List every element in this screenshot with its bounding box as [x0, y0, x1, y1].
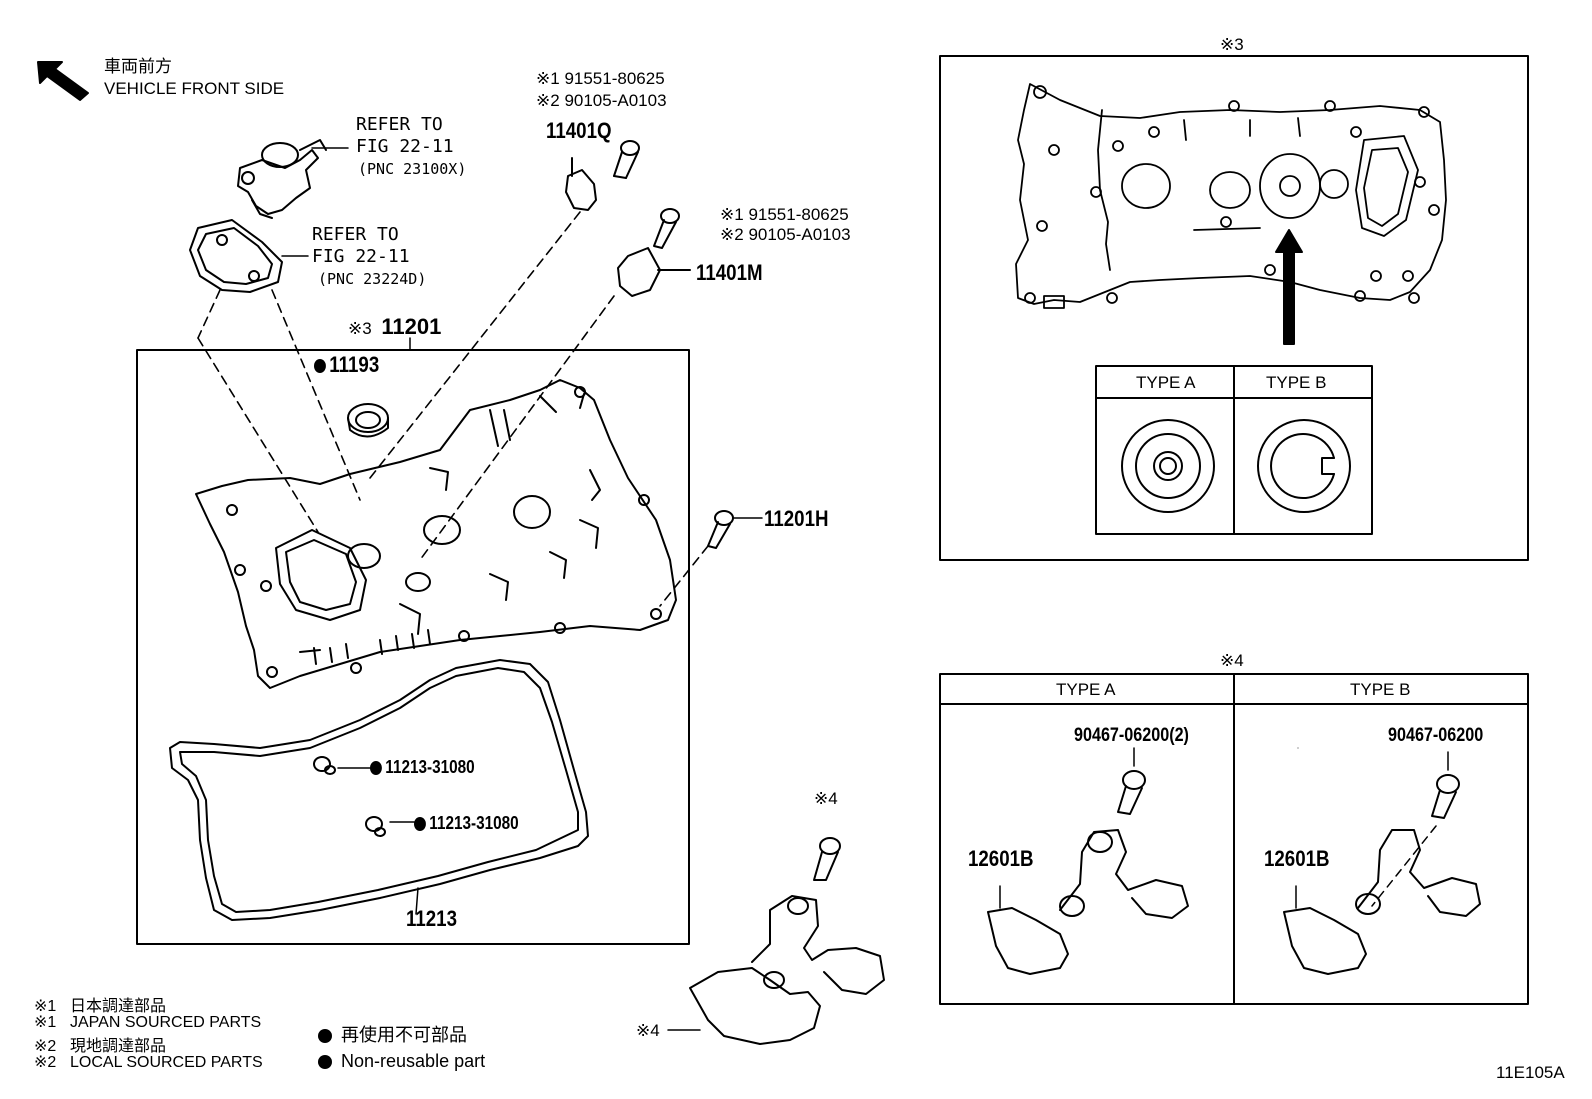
type-a-plug-icon: [1121, 419, 1215, 513]
legend-row-3: ※2 現地調達部品: [34, 1032, 166, 1056]
label-11193: 11193: [314, 354, 379, 376]
pointer-arrow-icon: [1275, 229, 1303, 345]
bolt-q-callout-2: ※2 90105-A0103: [536, 92, 667, 109]
inset-4-bolt-b: 90467-06200: [1388, 725, 1484, 746]
bolt-m-mark1: ※1: [720, 205, 744, 224]
front-arrow-icon: [37, 61, 89, 101]
non-reusable-dot-icon: [414, 817, 426, 832]
legend-mark: ※1: [34, 998, 57, 1015]
legend-text: 現地調達部品: [70, 1038, 167, 1055]
legend-dot-text: Non-reusable part: [341, 1051, 486, 1071]
legend-dot-text: 再使用不可部品: [341, 1025, 468, 1045]
bolt-q-mark1: ※1: [536, 69, 560, 88]
type-b-plug-icon: [1257, 419, 1351, 513]
non-reusable-dot-icon: [314, 359, 326, 374]
refer-1-line3: (PNC 23100X): [358, 160, 467, 178]
refer-2-line1: REFER TO: [312, 224, 399, 245]
legend-text: 日本調達部品: [70, 998, 167, 1015]
label-11213-31080-b-text: 11213-31080: [429, 813, 519, 833]
inset-3-type-b: TYPE B: [1266, 373, 1327, 392]
bolt-11401q: [613, 140, 640, 179]
grommet-a: [313, 756, 371, 775]
label-11201: 11201: [381, 314, 442, 339]
legend-row-2: ※1 JAPAN SOURCED PARTS: [34, 1012, 261, 1032]
bolt-m-pn2: 90105-A0103: [748, 225, 851, 244]
label-11201-group: ※3 11201: [348, 316, 441, 338]
type-a-bracket: [987, 747, 1189, 975]
inset-3-title: ※3: [1220, 35, 1244, 54]
inset-4-title: ※4: [1220, 651, 1244, 670]
bolt-m-callout-2: ※2 90105-A0103: [720, 226, 851, 243]
inset-4-type-b: TYPE B: [1350, 680, 1411, 699]
cylinder-head-detail: [1015, 83, 1447, 309]
non-reusable-dot-icon: [370, 761, 382, 776]
bolt-m-pn1: 91551-80625: [748, 205, 849, 224]
label-11213-31080-a-text: 11213-31080: [385, 757, 475, 777]
gasket-refer-2: [189, 219, 283, 293]
bolt-q-pn2: 90105-A0103: [564, 91, 667, 110]
inset-4-part-b: 12601B: [1264, 846, 1330, 871]
label-11201-mark: ※3: [348, 319, 372, 338]
inset-3-frame: [939, 55, 1529, 561]
bolt-q-callout-1: ※1 91551-80625: [536, 70, 665, 87]
inset-3-type-a: TYPE A: [1136, 373, 1196, 392]
bolt-q-pn1: 91551-80625: [564, 69, 665, 88]
legend-dot-row-2: Non-reusable part: [318, 1052, 485, 1070]
label-11201h: 11201H: [764, 506, 829, 531]
non-reusable-dot-icon: [318, 1029, 332, 1044]
bolt-11401m: [653, 208, 680, 249]
bolt-m-callout-1: ※1 91551-80625: [720, 206, 849, 223]
legend-dot-row-1: 再使用不可部品: [318, 1026, 467, 1044]
bolt-11201h: [707, 510, 763, 549]
legend-row-4: ※2 LOCAL SOURCED PARTS: [34, 1052, 263, 1072]
main-assembly-frame: [136, 349, 690, 945]
sensor-11401m: [617, 247, 691, 297]
inset-4-part-a: 12601B: [968, 846, 1034, 871]
inset-4-type-a: TYPE A: [1056, 680, 1116, 699]
bolt-mark4: [813, 837, 841, 881]
bolt-m-mark2: ※2: [720, 225, 744, 244]
sensor-11401q: [565, 157, 597, 211]
legend-mark: ※2: [34, 1038, 57, 1055]
orientation-label-en: VEHICLE FRONT SIDE: [104, 79, 285, 98]
label-11213-31080-a: 11213-31080: [370, 758, 475, 776]
refer-2-line2: FIG 22-11: [312, 246, 410, 267]
legend-text: LOCAL SOURCED PARTS: [70, 1054, 263, 1071]
refer-1-line1: REFER TO: [356, 114, 443, 135]
legend-mark: ※1: [34, 1014, 57, 1031]
legend-row-1: ※1 日本調達部品: [34, 992, 166, 1016]
label-mark4-bracket: ※4: [636, 1021, 660, 1040]
label-11213-31080-b: 11213-31080: [414, 814, 519, 832]
label-mark4-bolt: ※4: [814, 789, 838, 808]
label-11193-text: 11193: [329, 352, 380, 377]
refer-2-line3: (PNC 23224D): [318, 270, 427, 288]
seal-11193: [347, 403, 389, 438]
legend-mark: ※2: [34, 1054, 57, 1071]
label-11213: 11213: [406, 906, 457, 931]
orientation-label-jp: 車両前方: [104, 57, 172, 76]
bolt-q-mark2: ※2: [536, 91, 560, 110]
gasket-11213: [169, 659, 589, 921]
label-11401m: 11401M: [696, 260, 763, 285]
bracket-mark4: [667, 895, 885, 1045]
inset-4-bolt-a: 90467-06200(2): [1074, 725, 1189, 746]
cylinder-head-cover: [195, 379, 677, 689]
label-11401q: 11401Q: [546, 118, 612, 143]
legend-text: JAPAN SOURCED PARTS: [70, 1014, 262, 1031]
grommet-b: [365, 816, 415, 837]
non-reusable-dot-icon: [318, 1055, 332, 1070]
refer-1-line2: FIG 22-11: [356, 136, 454, 157]
figure-id: 11E105A: [1496, 1063, 1565, 1082]
type-b-bracket: [1283, 751, 1481, 975]
assembly-leaders: [197, 211, 709, 607]
sensor-refer-1: [237, 139, 327, 219]
